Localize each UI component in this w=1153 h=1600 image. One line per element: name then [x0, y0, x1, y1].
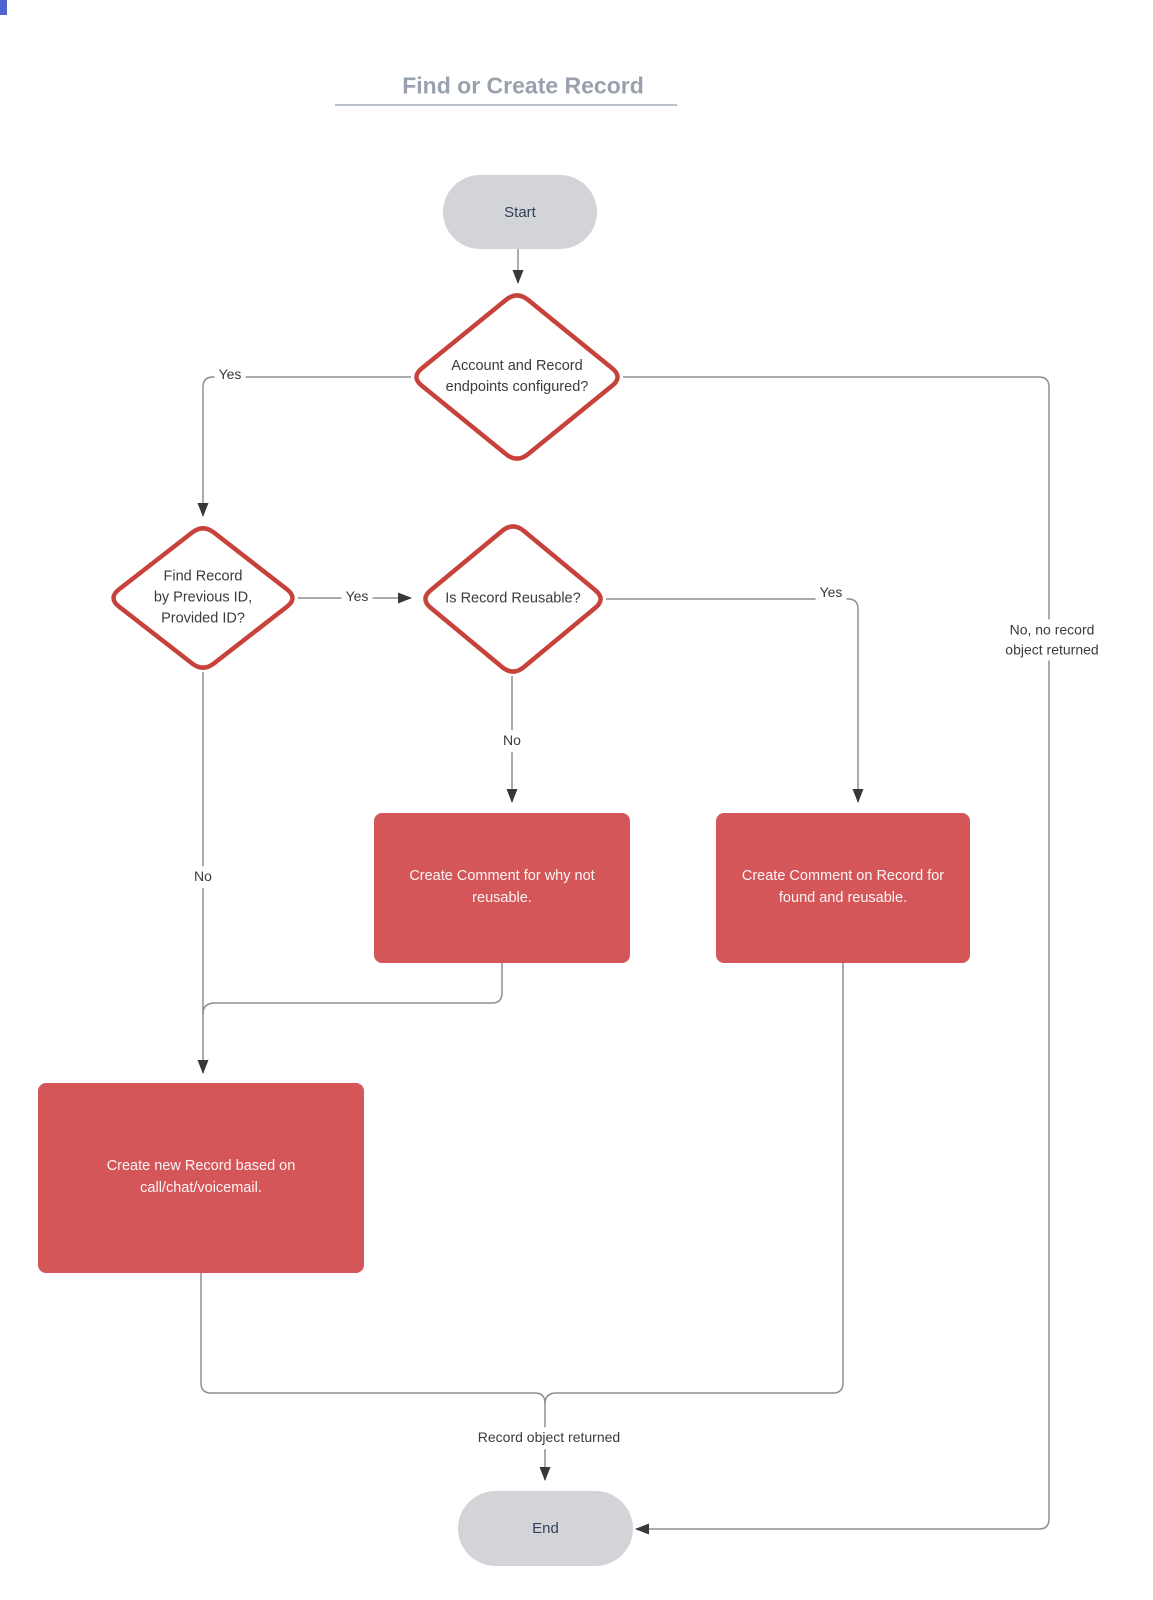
- start-label: Start: [504, 203, 536, 221]
- edge-label-yes-reusable: Yes: [815, 582, 847, 604]
- connector-comment-found-to-end: [544, 963, 844, 1405]
- edge-label-no-find: No: [190, 866, 216, 888]
- edge-label-no-no-record: No, no record object returned: [1001, 619, 1103, 661]
- start-node: Start: [443, 175, 597, 249]
- edge-label-no-reusable: No: [499, 730, 525, 752]
- process-comment-not-reusable: Create Comment for why not reusable.: [374, 813, 630, 963]
- edge-label-record-returned: Record object returned: [473, 1427, 625, 1449]
- decision-endpoints-configured-shape: [414, 293, 620, 461]
- corner-artifact: [0, 0, 7, 15]
- connector-reusable-yes-to-comment-found: [606, 598, 864, 803]
- connector-endpoints-no-to-end: [623, 376, 1050, 1535]
- decision-endpoints-configured-text: Account and Record endpoints configured?: [445, 357, 589, 395]
- title-underline: [335, 104, 677, 106]
- page-title: Find or Create Record: [402, 72, 644, 99]
- end-node: End: [458, 1491, 633, 1566]
- edge-label-yes-find: Yes: [341, 586, 373, 608]
- connector-endpoints-yes-to-find: [197, 376, 411, 517]
- connector-comment-not-to-create-new: [202, 963, 503, 1015]
- decision-is-reusable-shape: [423, 524, 603, 674]
- process-create-new-record: Create new Record based on call/chat/voi…: [38, 1083, 364, 1273]
- end-label: End: [532, 1520, 559, 1537]
- decision-find-record-shape: [111, 526, 295, 670]
- decision-is-reusable-text: Is Record Reusable?: [445, 590, 581, 607]
- process-comment-found-reusable: Create Comment on Record for found and r…: [716, 813, 970, 963]
- edge-label-yes-endpoints: Yes: [214, 364, 246, 386]
- decision-find-record-text: Find Record by Previous ID, Provided ID?: [153, 568, 253, 627]
- connector-create-new-to-end: [200, 1273, 551, 1481]
